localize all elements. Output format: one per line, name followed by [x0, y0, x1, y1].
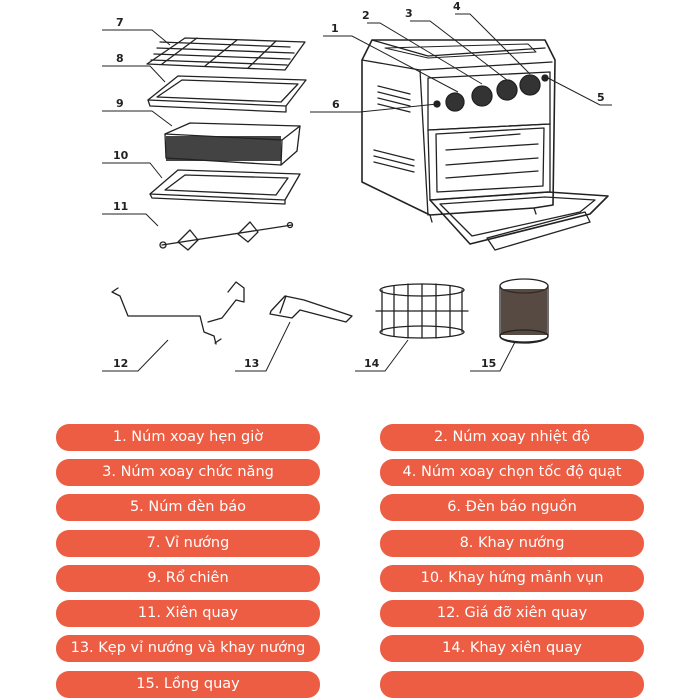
callout-6: 6 [332, 98, 340, 111]
legend-item-12: 12. Giá đỡ xiên quay [380, 600, 644, 627]
wire-rack-illustration [146, 37, 306, 71]
callout-15: 15 [481, 357, 496, 370]
callout-4: 4 [453, 0, 461, 13]
rotisserie-spit-illustration [159, 221, 294, 251]
crumb-tray-illustration [149, 169, 301, 205]
legend-item-9: 9. Rổ chiên [56, 565, 320, 592]
legend-item-5: 5. Núm đèn báo [56, 494, 320, 521]
callout-11: 11 [113, 200, 128, 213]
callout-12: 12 [113, 357, 128, 370]
legend-item-15: 15. Lồng quay [56, 671, 320, 698]
callout-3: 3 [405, 7, 413, 20]
callout-14: 14 [364, 357, 380, 370]
rotisserie-tray-illustration [375, 283, 469, 339]
legend-item-11: 11. Xiên quay [56, 600, 320, 627]
leader-lines [102, 13, 612, 372]
callout-13: 13 [244, 357, 259, 370]
callout-2: 2 [362, 9, 370, 22]
parts-diagram: 7 8 9 10 11 12 13 14 15 1 2 3 4 5 6 [102, 0, 612, 372]
callout-7: 7 [116, 16, 124, 29]
legend-item-6: 6. Đèn báo nguồn [380, 494, 644, 521]
callout-10: 10 [113, 149, 129, 162]
rotisserie-stand-illustration [111, 281, 245, 345]
legend-item-1: 1. Núm xoay hẹn giờ [56, 424, 320, 451]
callout-5: 5 [597, 91, 605, 104]
legend-item-4: 4. Núm xoay chọn tốc độ quạt [380, 459, 644, 486]
legend-item-10: 10. Khay hứng mảnh vụn [380, 565, 644, 592]
air-fryer-oven-illustration [361, 39, 609, 251]
legend-item-empty [380, 671, 644, 698]
baking-tray-illustration [147, 75, 307, 113]
callout-9: 9 [116, 97, 124, 110]
callout-1: 1 [331, 22, 339, 35]
legend-item-7: 7. Vỉ nướng [56, 530, 320, 557]
rack-clamp-illustration [269, 295, 353, 323]
legend-item-2: 2. Núm xoay nhiệt độ [380, 424, 644, 451]
legend-item-8: 8. Khay nướng [380, 530, 644, 557]
legend-item-13: 13. Kẹp vỉ nướng và khay nướng [56, 635, 320, 662]
legend-item-14: 14. Khay xiên quay [380, 635, 644, 662]
fry-basket-illustration [164, 122, 301, 166]
control-knobs [433, 74, 549, 112]
legend-item-3: 3. Núm xoay chức năng [56, 459, 320, 486]
callout-8: 8 [116, 52, 124, 65]
rotisserie-cage-illustration [499, 278, 549, 344]
